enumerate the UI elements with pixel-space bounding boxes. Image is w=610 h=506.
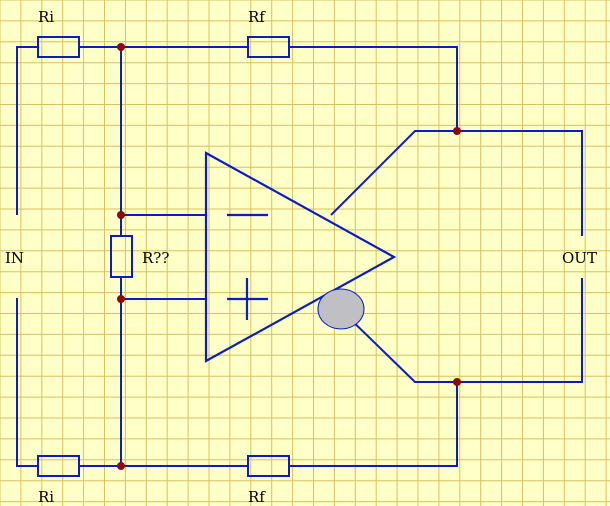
label-input: IN bbox=[5, 249, 24, 267]
wire-in-bottom bbox=[16, 298, 38, 467]
wire-bottom-feedback bbox=[289, 382, 458, 467]
wire-out-top bbox=[330, 130, 583, 236]
wire-out-bottom bbox=[340, 278, 583, 383]
resistor-ri-bottom[interactable] bbox=[37, 455, 80, 477]
wire-in-top bbox=[16, 46, 38, 215]
junction-node bbox=[453, 127, 461, 135]
wire-top-feedback bbox=[289, 46, 458, 131]
label-rf-top: Rf bbox=[248, 8, 266, 26]
op-amp-triangle[interactable] bbox=[204, 151, 397, 363]
junction-nodes bbox=[117, 43, 461, 470]
resistor-rf-bottom[interactable] bbox=[247, 455, 290, 477]
junction-node bbox=[117, 462, 125, 470]
junction-node bbox=[453, 378, 461, 386]
label-output: OUT bbox=[562, 249, 597, 267]
resistor-ri-top[interactable] bbox=[37, 36, 80, 58]
junction-node bbox=[117, 211, 125, 219]
junction-node bbox=[117, 295, 125, 303]
junction-node bbox=[117, 43, 125, 51]
plus-sign bbox=[227, 278, 268, 320]
label-r-gain: R?? bbox=[142, 249, 169, 267]
wires bbox=[16, 46, 583, 467]
resistor-rf-top[interactable] bbox=[247, 36, 290, 58]
label-rf-bottom: Rf bbox=[248, 488, 266, 506]
label-ri-top: Ri bbox=[38, 8, 54, 26]
probe-handle[interactable] bbox=[317, 288, 365, 330]
resistor-r-gain[interactable] bbox=[110, 235, 133, 278]
label-ri-bottom: Ri bbox=[38, 488, 54, 506]
